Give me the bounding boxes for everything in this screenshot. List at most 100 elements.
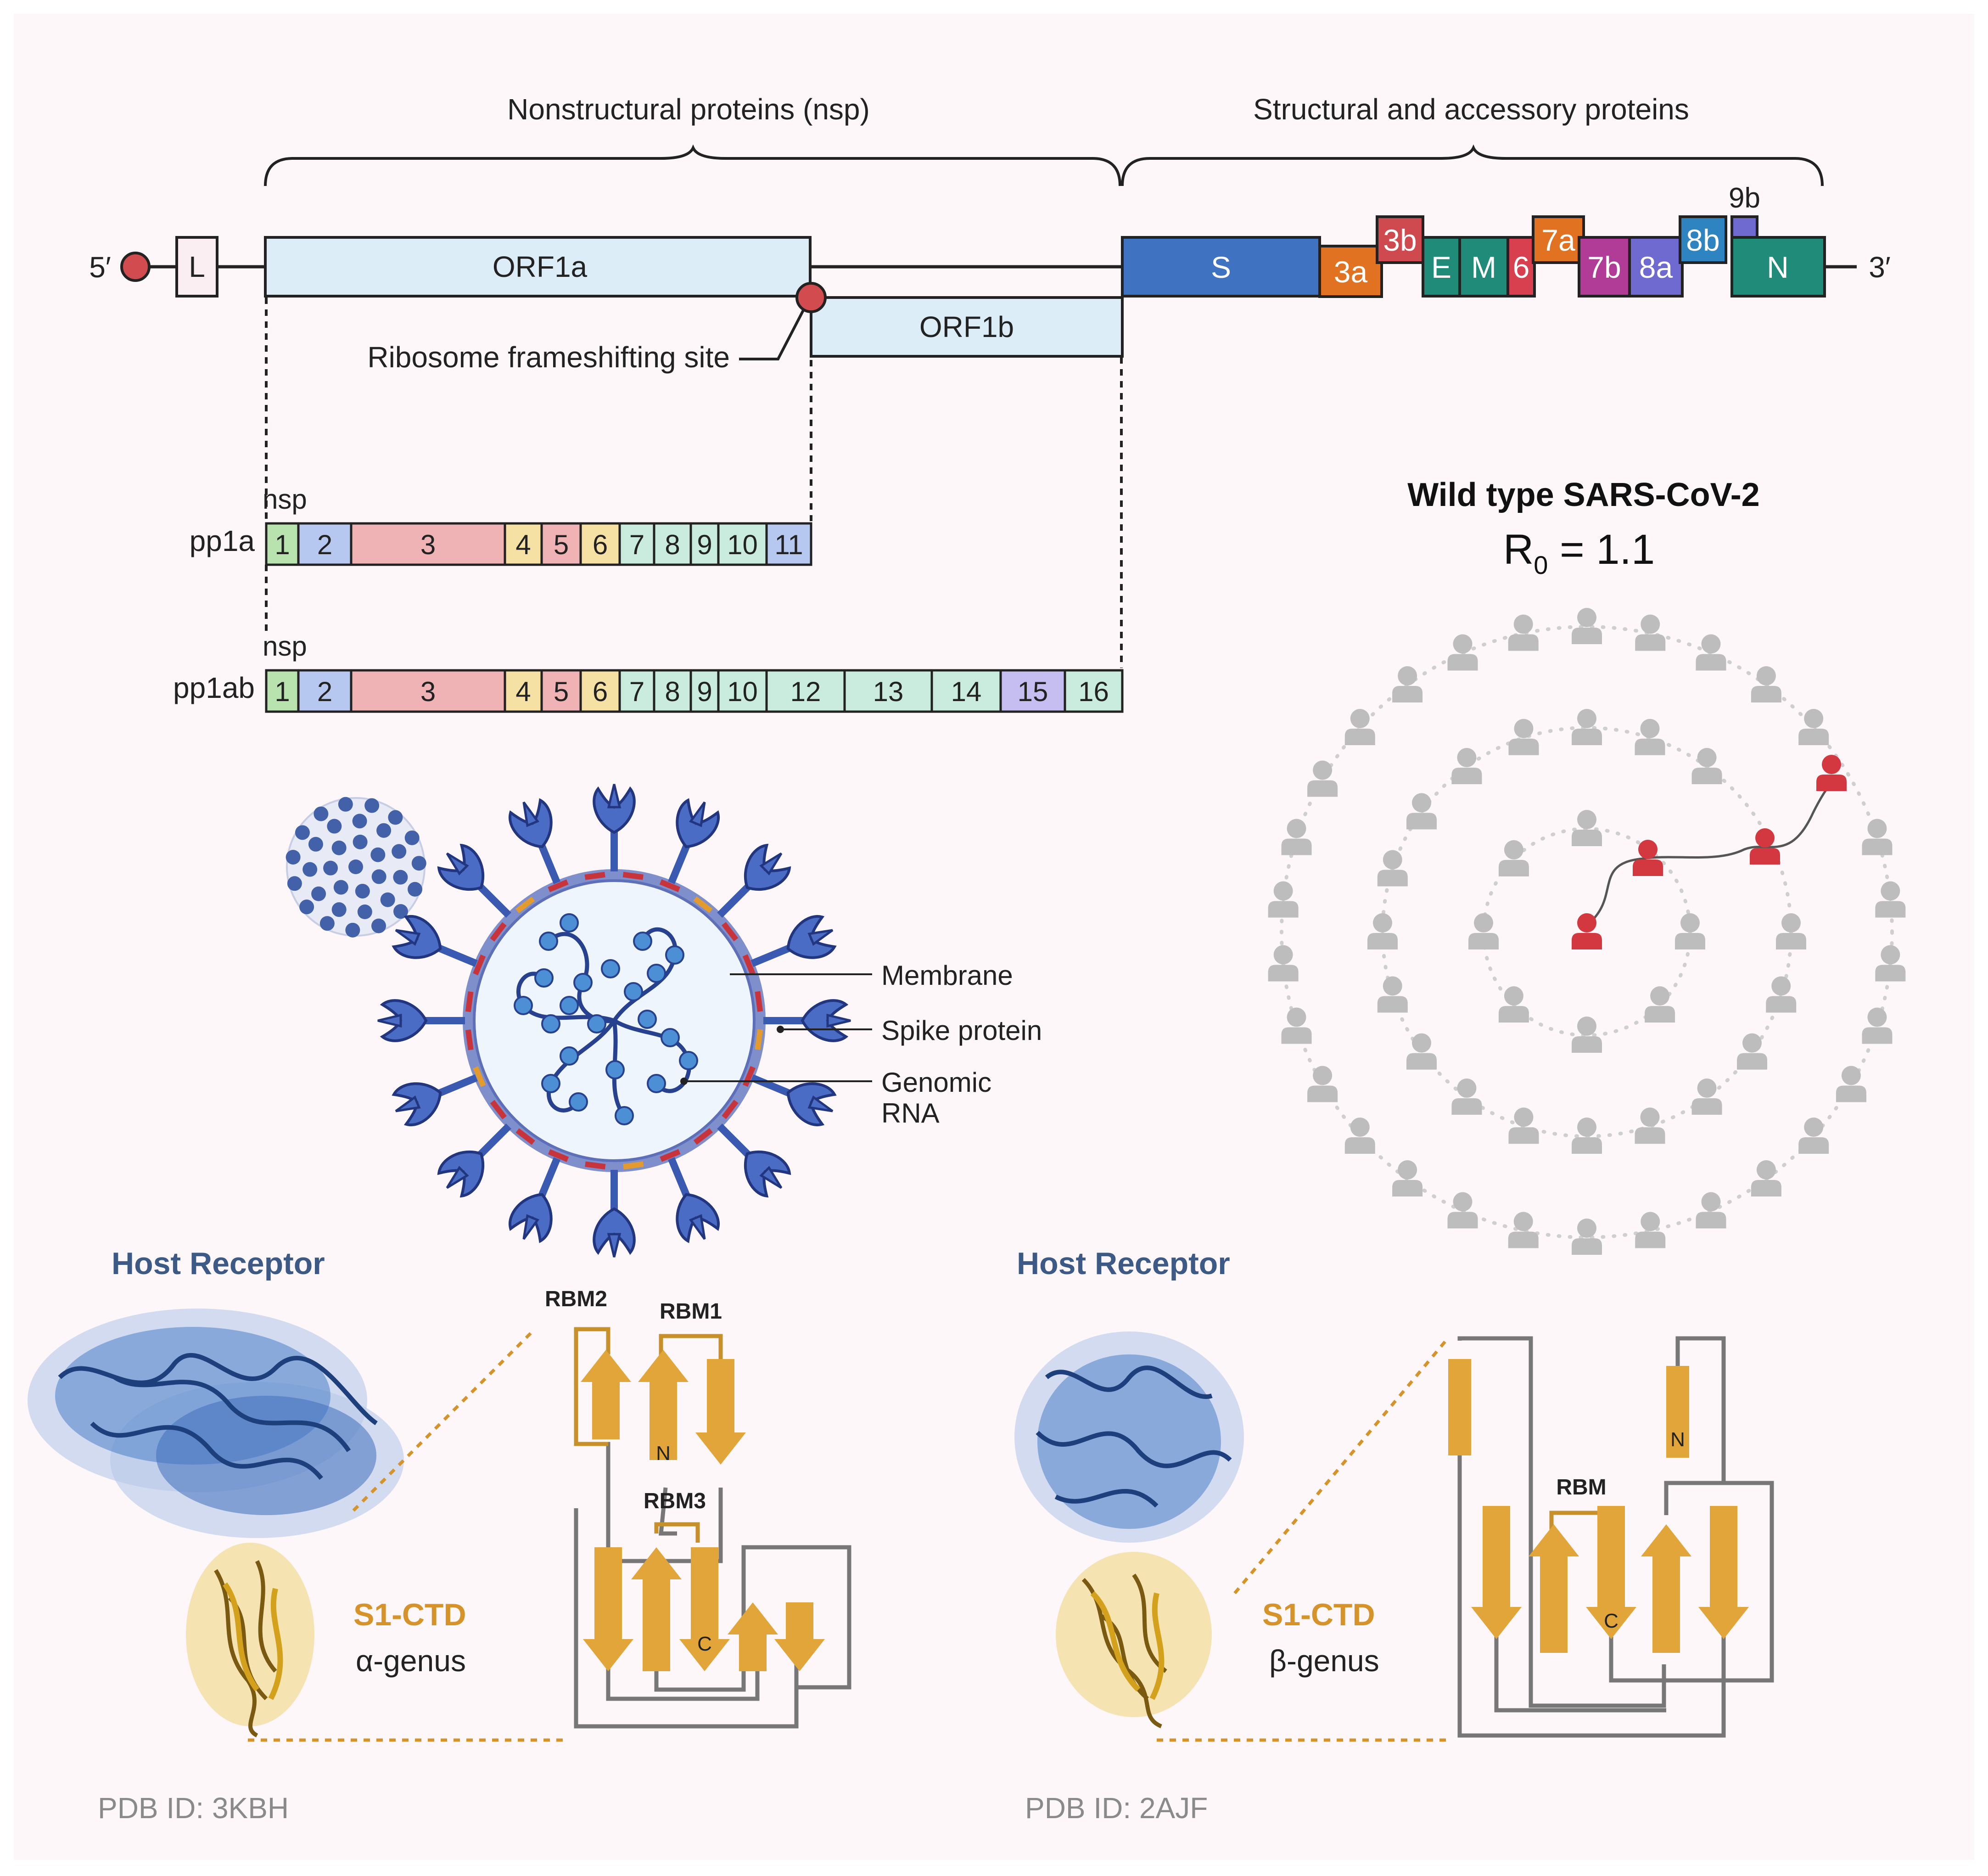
nucleocapsid-bead xyxy=(679,1051,698,1070)
cap-icon xyxy=(120,252,151,282)
person-icon xyxy=(1691,1078,1722,1115)
s1-ctd-label-beta: S1-CTD xyxy=(1262,1597,1375,1632)
membrane-protein xyxy=(465,1029,474,1050)
nsp-label-pp1a: nsp xyxy=(263,484,307,515)
contact-ring-3 xyxy=(1280,625,1894,1239)
spike-dot xyxy=(352,814,367,829)
nsp-segment xyxy=(618,522,655,566)
beta-strand-up xyxy=(581,1350,631,1439)
nsp-segment xyxy=(689,669,720,713)
nsp-segment xyxy=(579,669,621,713)
c-terminus-label: C xyxy=(697,1633,712,1655)
spike-dot xyxy=(357,904,372,920)
person-icon xyxy=(1468,913,1499,949)
person-icon xyxy=(1344,709,1375,746)
nsp-segment-label: 5 xyxy=(554,529,569,560)
spike-dot xyxy=(404,830,420,845)
s1-ctd-structure-beta xyxy=(1056,1552,1212,1729)
gene-box-N xyxy=(1730,236,1826,298)
person-icon xyxy=(1367,913,1398,949)
nsp-segment xyxy=(350,522,506,566)
gene-label: 6 xyxy=(1513,250,1530,284)
gene-label: 7a xyxy=(1541,223,1575,257)
beta-strand-up xyxy=(1529,1524,1579,1653)
spike-dot xyxy=(287,876,302,891)
nsp-segment-label: 5 xyxy=(554,676,569,707)
nucleocapsid-bead xyxy=(514,996,533,1015)
person-icon xyxy=(1508,719,1539,755)
leader-label: L xyxy=(189,250,205,283)
spike-dot xyxy=(380,892,395,907)
structure-panel-beta: Host Receptor S1-CTD β-genus RBM N xyxy=(1014,1246,1774,1825)
gene-label: E xyxy=(1431,250,1451,284)
spike-dot xyxy=(370,847,386,862)
structure-panel-alpha: Host Receptor S1-CTD α-genus xyxy=(28,1246,851,1825)
person-icon xyxy=(1498,986,1529,1023)
person-icon xyxy=(1406,793,1437,830)
nsp-segment-label: 16 xyxy=(1078,676,1109,707)
person-icon xyxy=(1798,1117,1829,1154)
person-icon xyxy=(1751,666,1781,703)
spike-protein-label: Spike protein xyxy=(881,1015,1042,1046)
nsp-bracket xyxy=(264,144,1121,186)
gene-box-8b xyxy=(1679,215,1727,264)
nucleocapsid-bead xyxy=(661,1028,680,1047)
nucleocapsid-bead xyxy=(587,1014,606,1033)
nsp-segment-label: 6 xyxy=(593,529,608,560)
motif-label: RBM xyxy=(1556,1475,1606,1500)
nsp-segment-label: 13 xyxy=(873,676,904,707)
person-icon xyxy=(1281,1007,1312,1044)
topology-diagram-alpha: RBM2 RBM1 RBM3 N C xyxy=(545,1287,851,1729)
beta-strand-down xyxy=(679,1547,730,1671)
spike-dot xyxy=(302,862,318,877)
gene-label: S xyxy=(1211,250,1231,284)
spike-dot xyxy=(345,922,360,938)
s1-ctd-structure-alpha xyxy=(186,1543,314,1738)
membrane-label: Membrane xyxy=(881,960,1013,991)
orf1b-label: ORF1b xyxy=(919,310,1014,343)
person-icon xyxy=(1635,1107,1665,1144)
motif-label: RBM3 xyxy=(644,1489,706,1513)
person-icon xyxy=(1508,614,1539,651)
person-icon xyxy=(1862,1007,1893,1044)
person-icon xyxy=(1645,986,1675,1023)
nsp-segment xyxy=(350,669,506,713)
gene-box-3a xyxy=(1318,245,1383,298)
person-icon xyxy=(1798,709,1829,746)
membrane-protein xyxy=(548,879,569,893)
person-icon xyxy=(1451,1078,1482,1115)
structural-bracket xyxy=(1121,144,1824,186)
nucleocapsid-bead xyxy=(601,959,620,978)
person-icon xyxy=(1508,1212,1539,1248)
spike-icon xyxy=(717,843,791,918)
nsp-segment xyxy=(1064,669,1124,713)
gene-label: 7b xyxy=(1587,250,1621,284)
rna-callout-dot xyxy=(680,1078,688,1085)
membrane-protein xyxy=(659,879,681,893)
beta-strand-down xyxy=(583,1547,633,1671)
spike-dot xyxy=(408,882,423,897)
nucleocapsid-bead xyxy=(560,1046,579,1066)
person-icon xyxy=(1268,945,1299,982)
nucleocapsid-bead xyxy=(573,973,593,992)
helix-segment xyxy=(1448,1359,1471,1455)
membrane-protein xyxy=(515,896,535,914)
person-icon xyxy=(1875,881,1906,918)
nsp-segment-label: 15 xyxy=(1018,676,1048,707)
nsp-segment-label: 6 xyxy=(593,676,608,707)
person-icon xyxy=(1635,614,1666,651)
nsp-segment-label: 7 xyxy=(629,676,644,707)
person-icon xyxy=(1635,1212,1666,1248)
host-receptor-structure-beta xyxy=(1014,1331,1244,1543)
spike-dot xyxy=(338,797,353,812)
gene-box-6 xyxy=(1506,236,1536,298)
person-icon xyxy=(1392,1160,1423,1196)
nsp-segment-label: 4 xyxy=(515,676,531,707)
beta-strand-down xyxy=(695,1359,746,1465)
person-icon xyxy=(1344,1117,1375,1154)
spike-dot xyxy=(319,916,335,931)
person-icon xyxy=(1572,810,1602,846)
